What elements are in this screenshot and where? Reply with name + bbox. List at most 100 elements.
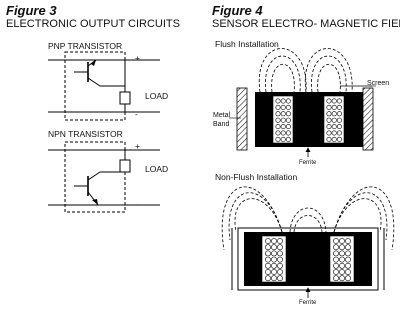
coil-winding-circle <box>275 130 281 136</box>
coil-winding-circle <box>265 262 271 269</box>
flush-installation-diagram <box>229 48 376 157</box>
coil-winding-circle <box>326 117 332 123</box>
coil-winding-circle <box>336 130 342 136</box>
metal-band <box>236 87 248 151</box>
flush-coil-windings <box>275 98 342 142</box>
coil-winding-circle <box>336 104 342 110</box>
coil-winding-circle <box>336 117 342 123</box>
coil-winding-circle <box>333 238 339 244</box>
coil-winding-circle <box>275 111 281 117</box>
non-flush-installation-label: Non-Flush Installation <box>215 172 298 182</box>
coil-winding-circle <box>326 136 332 142</box>
coil-winding-circle <box>339 250 345 257</box>
coil-winding-circle <box>345 250 351 257</box>
coil-winding-circle <box>345 269 351 275</box>
coil-winding-circle <box>333 262 339 269</box>
coil-winding-circle <box>285 124 291 130</box>
coil-winding-circle <box>277 256 283 263</box>
coil-winding-circle <box>277 244 283 251</box>
coil-winding-circle <box>331 111 337 117</box>
coil-winding-circle <box>336 124 342 130</box>
coil-winding-circle <box>265 256 271 263</box>
coil-winding-circle <box>271 250 277 257</box>
pnp-plus-sign: + <box>135 53 140 63</box>
coil-winding-circle <box>271 244 277 251</box>
coil-winding-circle <box>326 124 332 130</box>
coil-winding-circle <box>265 238 271 244</box>
screen <box>362 87 374 151</box>
pnp-transistor-label: PNP TRANSISTOR <box>48 41 123 51</box>
figure-4-title: Figure 4 <box>212 3 263 18</box>
npn-load-label: LOAD <box>145 164 169 174</box>
coil-winding-circle <box>280 98 286 104</box>
coil-winding-circle <box>280 104 286 110</box>
coil-winding-circle <box>336 111 342 117</box>
coil-winding-circle <box>277 269 283 275</box>
coil-winding-circle <box>280 124 286 130</box>
npn-sensor-box <box>64 141 126 213</box>
coil-winding-circle <box>280 111 286 117</box>
coil-winding-circle <box>339 269 345 275</box>
flush-installation-label: Flush Installation <box>215 39 279 49</box>
non-flush-installation-diagram <box>221 186 395 298</box>
sensor-electromagnetic-field-heading: SENSOR ELECTRO- MAGNETIC FIELD <box>212 18 400 30</box>
coil-winding-circle <box>339 262 345 269</box>
coil-winding-circle <box>326 104 332 110</box>
coil-winding-circle <box>271 262 277 269</box>
coil-winding-circle <box>277 262 283 269</box>
coil-winding-circle <box>277 238 283 244</box>
coil-winding-circle <box>265 269 271 275</box>
coil-winding-circle <box>345 275 351 282</box>
pnp-circuit <box>48 51 160 121</box>
coil-winding-circle <box>331 136 337 142</box>
coil-winding-circle <box>275 136 281 142</box>
coil-winding-circle <box>280 130 286 136</box>
coil-winding-circle <box>277 275 283 282</box>
coil-winding-circle <box>345 256 351 263</box>
coil-winding-circle <box>339 275 345 282</box>
npn-transistor-label: NPN TRANSISTOR <box>48 129 123 139</box>
coil-winding-circle <box>333 250 339 257</box>
coil-winding-circle <box>285 136 291 142</box>
coil-winding-circle <box>345 244 351 251</box>
coil-winding-circle <box>275 98 281 104</box>
coil-winding-circle <box>345 262 351 269</box>
coil-winding-circle <box>275 124 281 130</box>
coil-winding-circle <box>265 250 271 257</box>
coil-winding-circle <box>280 117 286 123</box>
npn-circuit <box>48 141 160 213</box>
figure-3-title: Figure 3 <box>6 3 57 18</box>
coil-winding-circle <box>265 275 271 282</box>
coil-winding-circle <box>265 244 271 251</box>
coil-winding-circle <box>331 117 337 123</box>
coil-winding-circle <box>271 275 277 282</box>
coil-winding-circle <box>331 104 337 110</box>
coil-winding-circle <box>271 269 277 275</box>
coil-winding-circle <box>277 250 283 257</box>
coil-winding-circle <box>339 256 345 263</box>
coil-winding-circle <box>285 104 291 110</box>
coil-winding-circle <box>326 98 332 104</box>
coil-winding-circle <box>331 130 337 136</box>
coil-winding-circle <box>285 111 291 117</box>
coil-winding-circle <box>336 98 342 104</box>
coil-winding-circle <box>326 130 332 136</box>
pnp-load-resistor <box>119 91 131 105</box>
screen-label: Screen <box>367 80 390 87</box>
coil-winding-circle <box>339 244 345 251</box>
coil-winding-circle <box>333 269 339 275</box>
coil-winding-circle <box>275 104 281 110</box>
metal-band-label-line1: Metal <box>213 112 231 119</box>
ferrite-label-nonflush: Ferrite <box>299 300 317 306</box>
coil-winding-circle <box>339 238 345 244</box>
coil-winding-circle <box>345 238 351 244</box>
electronic-output-circuits-heading: ELECTRONIC OUTPUT CIRCUITS <box>6 18 180 30</box>
coil-winding-circle <box>271 256 277 263</box>
pnp-sensor-box <box>64 51 126 121</box>
coil-winding-circle <box>285 98 291 104</box>
coil-winding-circle <box>326 111 332 117</box>
coil-winding-circle <box>336 136 342 142</box>
coil-winding-circle <box>333 256 339 263</box>
pnp-load-label: LOAD <box>145 91 169 101</box>
